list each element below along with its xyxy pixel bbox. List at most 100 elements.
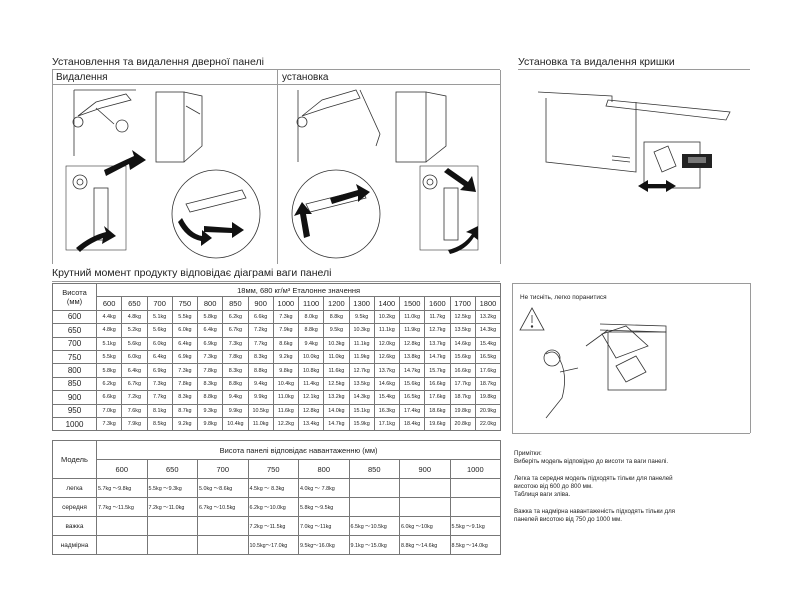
- weight-cell: 8.8kg: [196, 390, 224, 405]
- weight-cell: 9.2kg: [272, 349, 300, 365]
- load-range-cell: 7.2kg ～11.0kg: [146, 497, 198, 517]
- weight-cell: 11.9kg: [348, 349, 375, 365]
- notes-block: Примітки: Виберіть модель відповідно до …: [514, 450, 675, 524]
- weight-cell: 7.3kg: [222, 336, 249, 351]
- notes-line: Важка та надмірна навантаженість підходя…: [514, 508, 676, 515]
- weight-cell: 11.6kg: [272, 403, 300, 418]
- load-range-cell: 7.7kg ～11.5kg: [96, 497, 148, 517]
- weight-cell: 6.0kg: [146, 336, 173, 351]
- row-height: 800: [52, 363, 97, 378]
- row-height: 850: [52, 376, 97, 392]
- weight-cell: 6.6kg: [95, 390, 123, 405]
- load-range-cell: [399, 478, 451, 498]
- weight-cell: 5.5kg: [171, 309, 199, 325]
- weight-cell: 9.4kg: [247, 376, 274, 392]
- load-range-cell: 5.5kg ～9.3kg: [146, 478, 198, 498]
- weight-cell: 20.8kg: [449, 416, 476, 432]
- weight-cell: 4.8kg: [121, 309, 148, 325]
- weight-cell: 14.0kg: [323, 403, 350, 418]
- width-header: 1700: [449, 296, 476, 311]
- weight-cell: 8.0kg: [297, 309, 325, 325]
- weight-cell: 8.5kg: [146, 416, 173, 432]
- width-header: 1200: [323, 296, 350, 311]
- weight-cell: 14.7kg: [424, 349, 451, 365]
- load-range-cell: [197, 516, 249, 536]
- load-range-cell: 6.7kg ～10.5kg: [197, 497, 249, 517]
- load-range-cell: 6.2kg ～10.0kg: [247, 497, 299, 517]
- weight-cell: 15.1kg: [348, 403, 375, 418]
- weight-cell: 19.6kg: [424, 416, 451, 432]
- weight-cell: 7.3kg: [95, 416, 123, 432]
- weight-cell: 6.9kg: [146, 363, 173, 378]
- weight-cell: 5.2kg: [121, 323, 148, 338]
- width-header: 1600: [424, 296, 451, 311]
- weight-cell: 10.4kg: [222, 416, 249, 432]
- divider: [52, 281, 500, 282]
- width-header: 600: [95, 296, 123, 311]
- height-col-header: 850: [348, 459, 400, 479]
- weight-cell: 6.7kg: [121, 376, 148, 392]
- weight-cell: 8.8kg: [222, 376, 249, 392]
- weight-cell: 14.6kg: [449, 336, 476, 351]
- weight-cell: 7.2kg: [121, 390, 148, 405]
- width-header: 800: [196, 296, 224, 311]
- weight-cell: 16.5kg: [398, 390, 426, 405]
- weight-cell: 9.2kg: [171, 416, 199, 432]
- width-header: 1100: [297, 296, 325, 311]
- width-header: 750: [171, 296, 199, 311]
- reference-header: 18мм, 680 кг/м³ Еталонне значення: [95, 282, 502, 298]
- weight-table: Висота (мм)18мм, 680 кг/м³ Еталонне знач…: [52, 282, 502, 432]
- divider: [518, 69, 750, 70]
- weight-cell: 6.6kg: [247, 309, 274, 325]
- weight-cell: 12.7kg: [424, 323, 451, 338]
- weight-cell: 10.5kg: [247, 403, 274, 418]
- divider: [512, 283, 750, 284]
- weight-cell: 13.5kg: [348, 376, 375, 392]
- model-name: легка: [52, 478, 97, 498]
- weight-cell: 19.8kg: [449, 403, 476, 418]
- load-range-cell: 5.8kg ～9.5kg: [298, 497, 350, 517]
- weight-cell: 7.3kg: [272, 309, 300, 325]
- row-height: 950: [52, 403, 97, 418]
- height-col-header: 800: [298, 459, 350, 479]
- weight-cell: 15.7kg: [424, 363, 451, 378]
- weight-cell: 16.5kg: [474, 349, 502, 365]
- weight-cell: 18.4kg: [398, 416, 426, 432]
- weight-cell: 10.0kg: [297, 349, 325, 365]
- weight-cell: 11.1kg: [348, 336, 375, 351]
- weight-cell: 8.3kg: [196, 376, 224, 392]
- weight-cell: 8.3kg: [171, 390, 199, 405]
- weight-cell: 20.9kg: [474, 403, 502, 418]
- weight-cell: 15.4kg: [474, 336, 502, 351]
- weight-cell: 5.1kg: [95, 336, 123, 351]
- model-name: надмірна: [52, 535, 97, 555]
- weight-cell: 12.8kg: [297, 403, 325, 418]
- weight-cell: 9.9kg: [222, 403, 249, 418]
- weight-cell: 4.8kg: [95, 323, 123, 338]
- weight-cell: 6.4kg: [146, 349, 173, 365]
- notes-line: панелей висотою від 750 до 1000 мм.: [514, 516, 622, 523]
- weight-cell: 7.7kg: [146, 390, 173, 405]
- weight-cell: 7.6kg: [121, 403, 148, 418]
- door-panel-section-title: Установлення та видалення дверної панелі: [52, 56, 264, 68]
- divider: [52, 84, 500, 85]
- warning-text: Не тисніть, легко поранитися: [520, 294, 607, 301]
- weight-cell: 10.4kg: [272, 376, 300, 392]
- divider: [512, 433, 750, 434]
- weight-cell: 15.4kg: [373, 390, 401, 405]
- load-range-cell: 5.7kg ～9.8kg: [96, 478, 148, 498]
- weight-cell: 17.7kg: [449, 376, 476, 392]
- weight-cell: 5.1kg: [146, 309, 173, 325]
- weight-cell: 10.8kg: [297, 363, 325, 378]
- weight-cell: 8.6kg: [272, 336, 300, 351]
- weight-cell: 13.2kg: [474, 309, 502, 325]
- install-illustration: [291, 89, 479, 259]
- load-range-cell: [348, 497, 400, 517]
- width-header: 1300: [348, 296, 375, 311]
- weight-cell: 9.4kg: [297, 336, 325, 351]
